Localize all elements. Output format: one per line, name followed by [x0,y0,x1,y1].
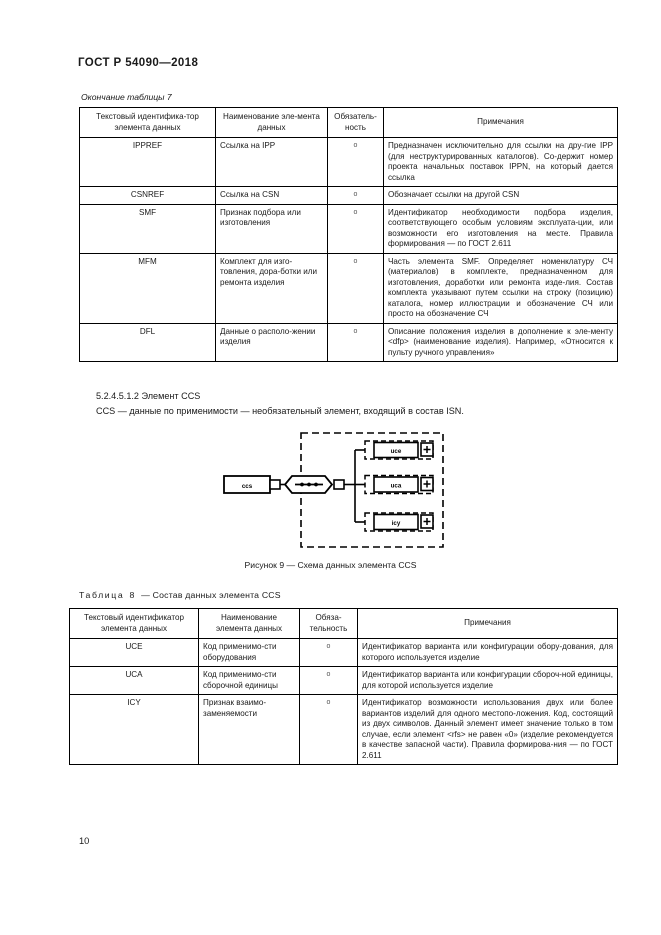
table8-row-2-note: Идентификатор возможности использования … [357,694,618,766]
node-uca-label: uca [391,483,402,490]
table7-col-notes: Примечания [383,106,618,139]
table7-row-3-name: Комплект для изго-товления, дора-ботки и… [215,252,328,324]
table7-row-1-note: Обозначает ссылки на другой CSN [383,186,618,205]
table8-row-0-id: UCE [69,638,199,668]
table8-col-name: Наименование элемента данных [198,607,300,640]
table8-header-row: Текстовый идентификатор элемента данных … [69,607,618,640]
node-uca-box [373,476,419,493]
table7-col-obligation: Обязатель-ность [327,106,384,139]
ccs-data-schema-svg: ccs uce [223,432,444,548]
table7-row-0-id: IPPREF [79,137,216,188]
table8-row-1-name: Код применимо-сти сборочной единицы [198,666,300,696]
node-icy-box [373,513,419,531]
table8-row-1-note: Идентификатор варианта или конфигурации … [357,666,618,696]
table8-caption-text: — Состав данных элемента CCS [141,590,281,600]
table7-row-4-obligation: о [327,322,384,363]
table7-row-1-name: Ссылка на CSN [215,186,328,205]
table7-container: Текстовый идентифика-тор элемента данных… [79,106,618,363]
connector-square-sequence [333,479,345,490]
sequence-dot-2 [307,482,311,487]
node-icy-group: icy [364,512,434,532]
table7-row-3-note: Часть элемента SMF. Определяет номенклат… [383,252,618,324]
node-icy-label: icy [392,520,401,527]
table7-col-name: Наименование эле-мента данных [215,106,328,139]
standard-title: ГОСТ Р 54090—2018 [78,57,199,69]
clause-heading: 5.2.4.5.1.2 Элемент CCS [96,391,201,401]
table7-row-2-obligation: о [327,203,384,254]
table8-row-2-name: Признак взаимо-заменяемости [198,694,300,766]
figure-9-diagram: ccs uce [222,430,452,552]
table8-caption-prefix: Таблица [79,590,125,600]
sequence-dot-3 [314,482,318,487]
figure-9-caption: Рисунок 9 — Схема данных элемента CCS [244,560,417,570]
table8-caption-number: 8 [129,590,136,600]
connector-square-root [269,479,281,490]
table7-row-2-id: SMF [79,203,216,254]
table8-col-obligation: Обяза-тельность [299,607,358,640]
table8-row-1-obligation: о [299,666,358,696]
table7-row-4-name: Данные о располо-жении изделия [215,322,328,363]
node-ccs-label: ccs [242,483,253,490]
table7-row-0-name: Ссылка на IPP [215,137,328,188]
table7-row-2-note: Идентификатор необходимости подбора изде… [383,203,618,254]
table8-row-2-id: ICY [69,694,199,766]
table8: Текстовый идентификатор элемента данных … [69,607,618,766]
page-number: 10 [79,836,90,846]
table8-row-0-obligation: о [299,638,358,668]
table8-row-1-id: UCA [69,666,199,696]
node-uce-label: uce [391,448,402,455]
table8-caption: Таблица 8 — Состав данных элемента CCS [79,590,281,600]
clause-body-text: CCS — данные по применимости — необязате… [96,406,464,416]
table8-col-id: Текстовый идентификатор элемента данных [69,607,199,640]
table7-row-4-id: DFL [79,322,216,363]
table7-row-0-obligation: о [327,137,384,188]
table7-continuation-label: Окончание таблицы 7 [81,92,172,102]
table7-row-2-name: Признак подбора или изготовления [215,203,328,254]
table7-row-3-obligation: о [327,252,384,324]
node-uce-box [373,441,419,459]
table7-row-4-note: Описание положения изделия в дополнение … [383,322,618,363]
sequence-dot-1 [300,482,304,487]
node-uca-group: uca [364,474,434,495]
table8-col-notes: Примечания [357,607,618,640]
node-uce-group: uce [364,440,434,460]
table7-header-row: Текстовый идентифика-тор элемента данных… [79,106,618,139]
table7-row-1-id: CSNREF [79,186,216,205]
table8-row-0-note: Идентификатор варианта или конфигурации … [357,638,618,668]
table7-row-1-obligation: о [327,186,384,205]
table7-row-3-id: MFM [79,252,216,324]
table8-row-0-name: Код применимо-сти оборудования [198,638,300,668]
table7: Текстовый идентифика-тор элемента данных… [79,106,618,363]
table8-row-2-obligation: о [299,694,358,766]
table8-container: Текстовый идентификатор элемента данных … [69,607,618,766]
table7-col-id: Текстовый идентифика-тор элемента данных [79,106,216,139]
table7-row-0-note: Предназначен исключительно для ссылки на… [383,137,618,188]
